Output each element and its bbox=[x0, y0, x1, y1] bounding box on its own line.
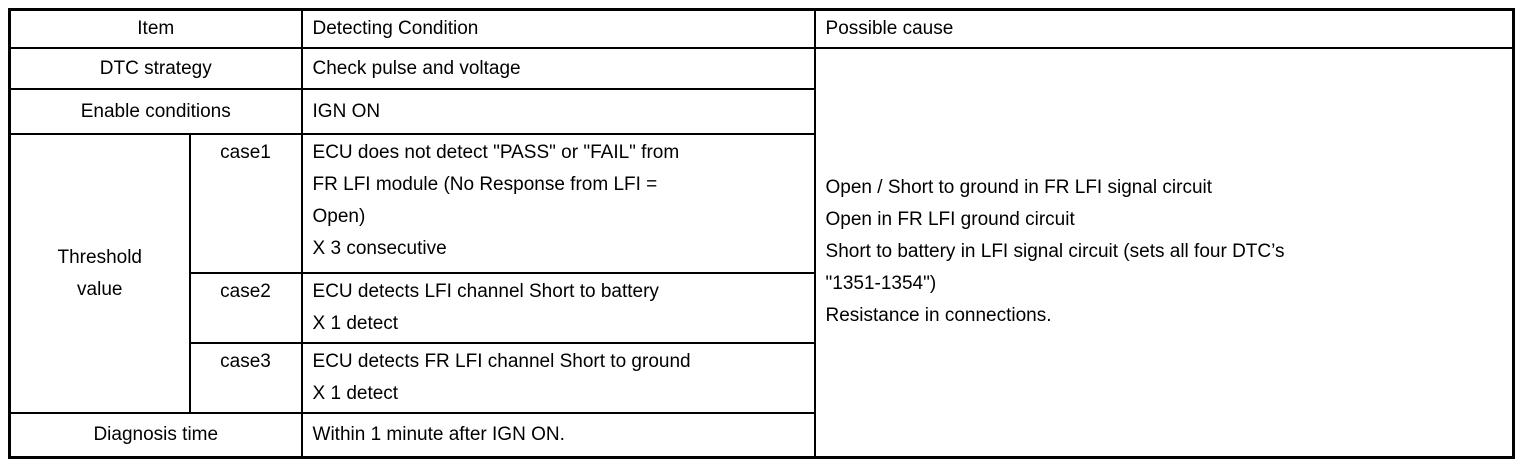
row-enable-conditions: Enable conditions IGN ON bbox=[8, 88, 1514, 135]
row-threshold-case1: Threshold value case1 ECU does not detec… bbox=[8, 133, 1514, 414]
header-detecting-condition: Detecting Condition bbox=[300, 8, 816, 49]
condition-case3: ECU detects FR LFI channel Short to grou… bbox=[300, 342, 816, 414]
row-dtc-strategy: DTC strategy Check pulse and voltage Ope… bbox=[8, 47, 1515, 458]
cell-possible-cause: Open / Short to ground in FR LFI signal … bbox=[813, 47, 1515, 458]
header-item: Item bbox=[8, 8, 303, 49]
label-case3: case3 bbox=[188, 342, 303, 414]
condition-diagnosis-time: Within 1 minute after IGN ON. bbox=[300, 412, 816, 458]
dtc-detection-table: Item Detecting Condition Possible cause … bbox=[8, 8, 1516, 459]
label-case1: case1 bbox=[188, 133, 303, 274]
label-diagnosis-time: Diagnosis time bbox=[8, 412, 303, 458]
table-header-row: Item Detecting Condition Possible cause bbox=[8, 8, 1515, 49]
label-case2: case2 bbox=[188, 272, 303, 344]
row-diagnosis-time: Diagnosis time Within 1 minute after IGN… bbox=[8, 412, 1514, 458]
row-threshold-case2: case2 ECU detects LFI channel Short to b… bbox=[10, 272, 1514, 344]
label-threshold-value: Threshold value bbox=[8, 133, 191, 414]
condition-enable-conditions: IGN ON bbox=[300, 88, 816, 135]
condition-case2: ECU detects LFI channel Short to battery… bbox=[300, 272, 816, 344]
header-possible-cause: Possible cause bbox=[813, 8, 1515, 49]
label-dtc-strategy: DTC strategy bbox=[8, 47, 303, 90]
condition-case1: ECU does not detect "PASS" or "FAIL" fro… bbox=[300, 133, 816, 274]
label-enable-conditions: Enable conditions bbox=[8, 88, 303, 135]
row-threshold-case3: case3 ECU detects FR LFI channel Short t… bbox=[10, 342, 1514, 414]
condition-dtc-strategy: Check pulse and voltage bbox=[300, 47, 816, 90]
